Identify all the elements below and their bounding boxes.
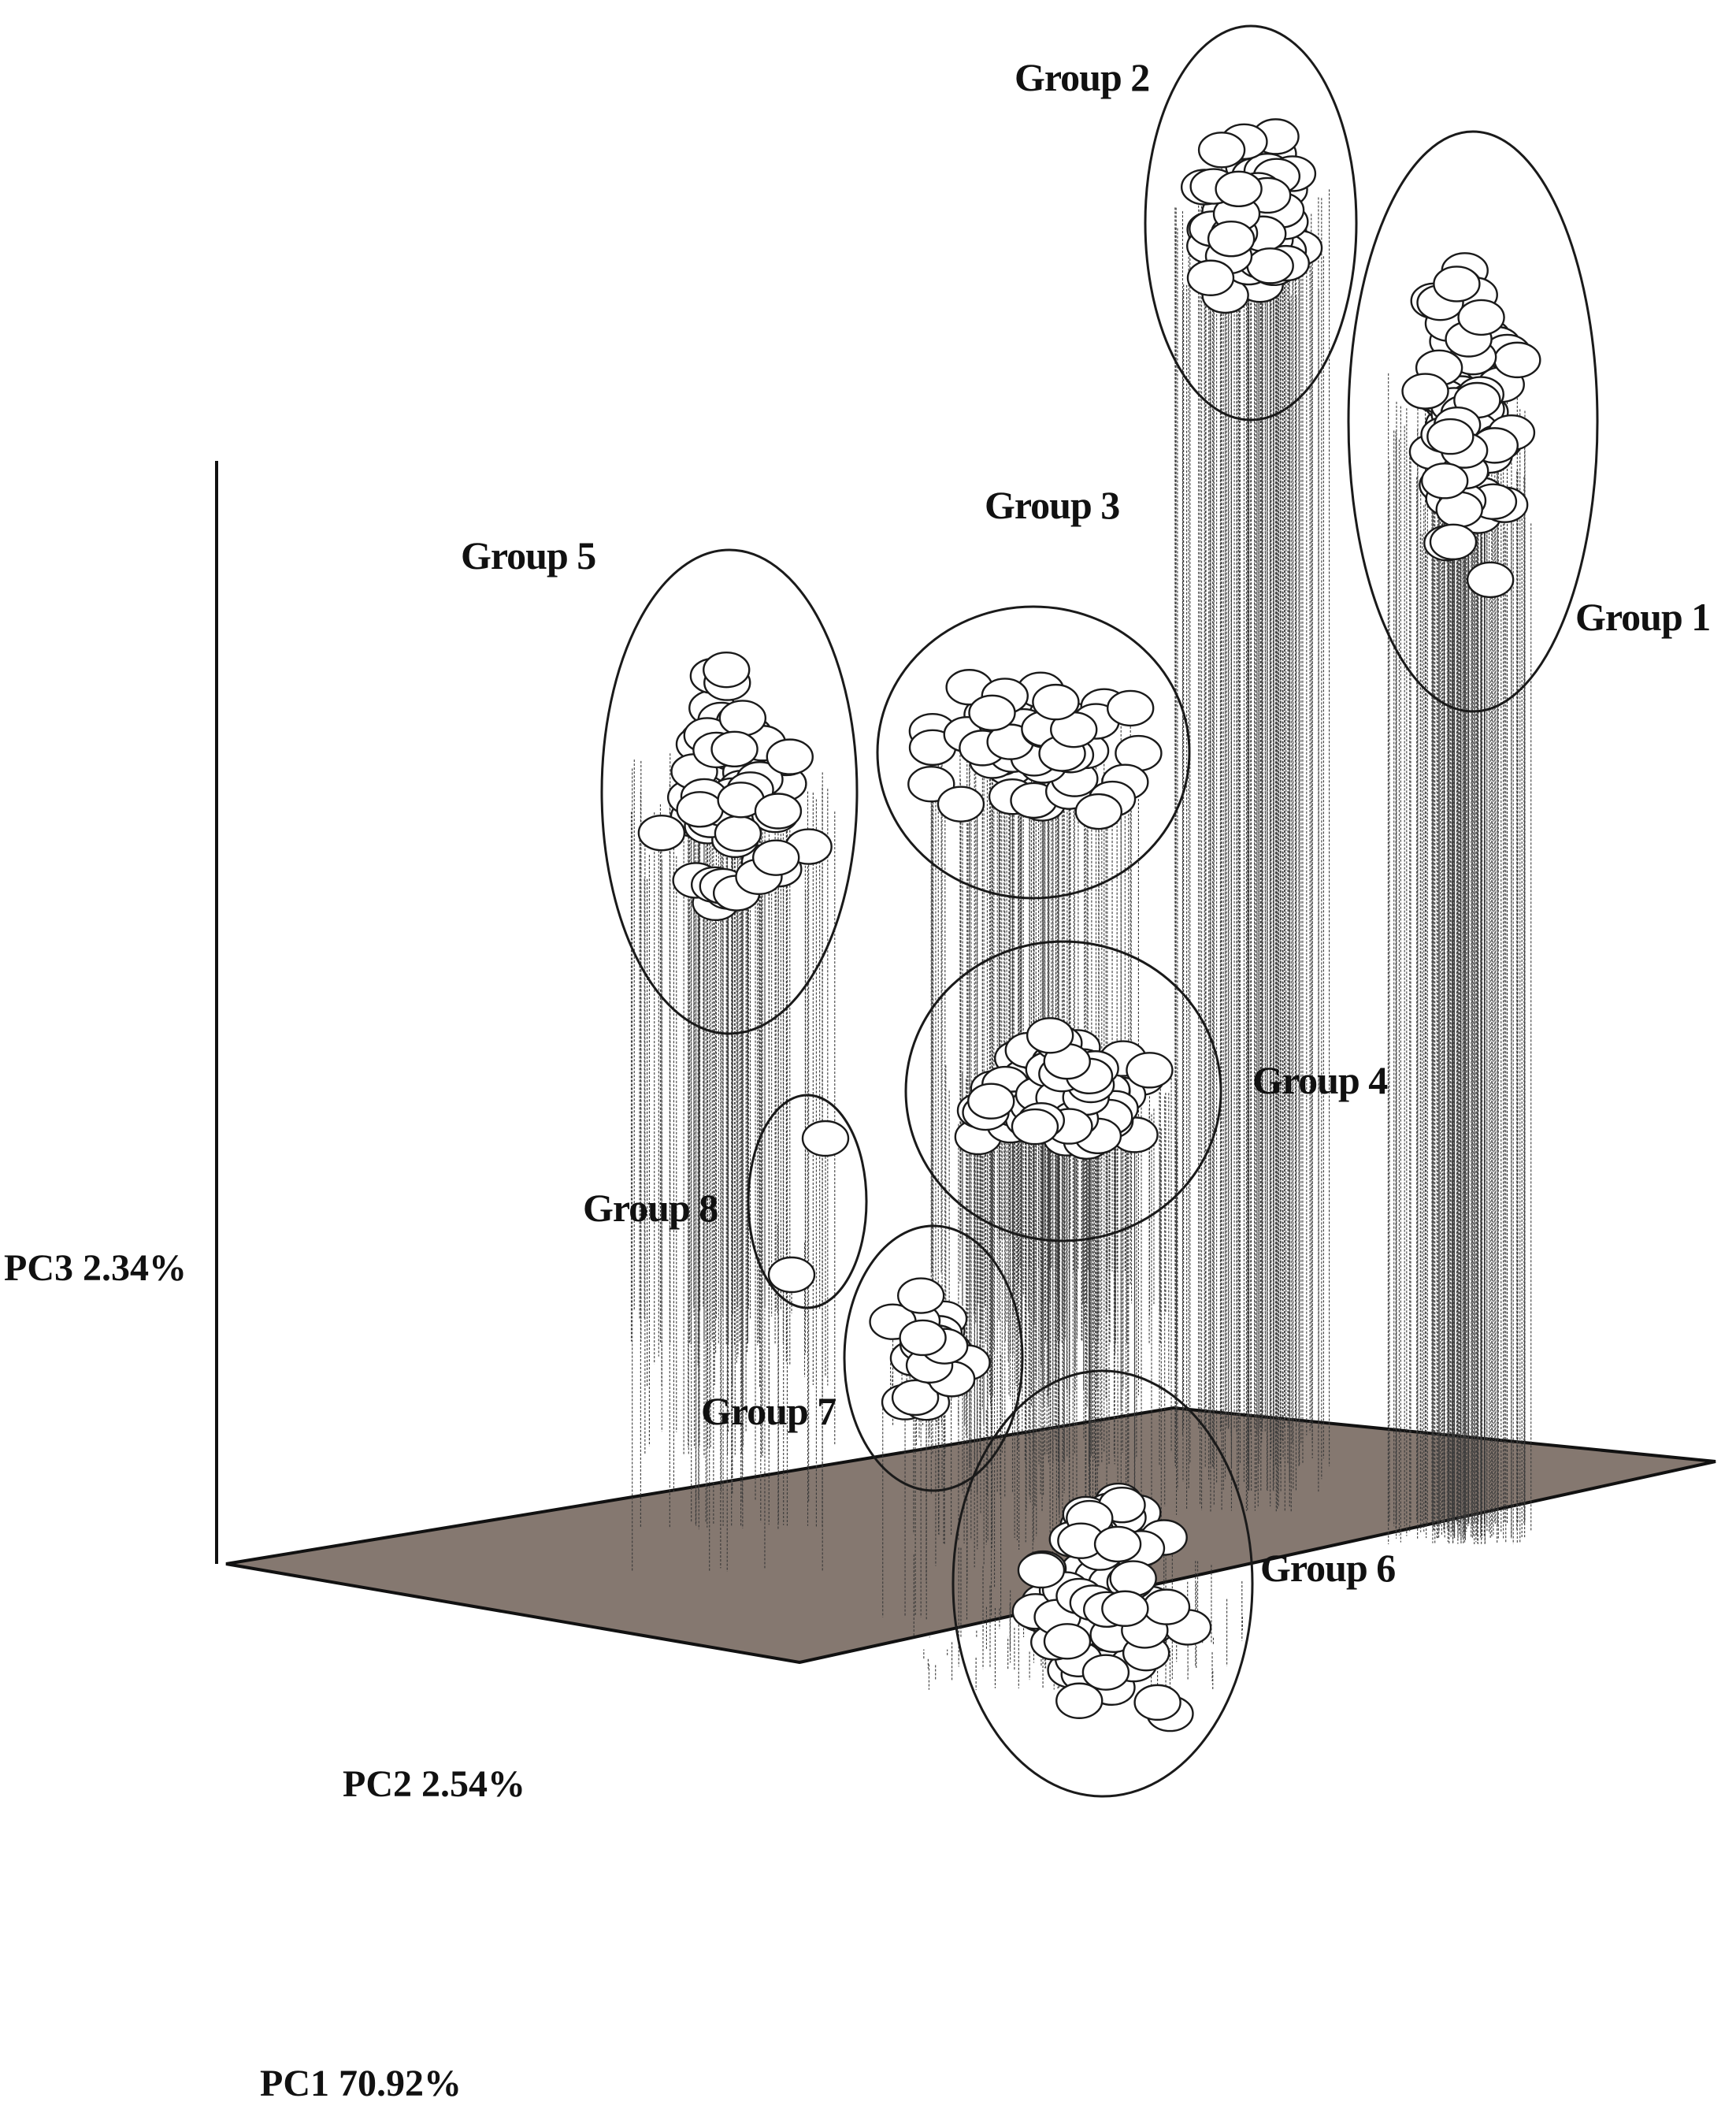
group-8-cluster-ellipse	[747, 1094, 868, 1309]
group-5-point	[754, 793, 803, 830]
pc3-axis-label: PC3 2.34%	[4, 1247, 187, 1289]
group-1-point	[1420, 462, 1469, 500]
group-8-point	[767, 1256, 816, 1294]
group-6-point	[1081, 1654, 1130, 1691]
group-3-point	[968, 694, 1016, 731]
group-5-cluster-ellipse	[600, 548, 859, 1035]
group-2-point	[1197, 132, 1246, 169]
group-4-cluster-ellipse	[904, 940, 1222, 1242]
group-2-cluster-ellipse	[1144, 24, 1358, 422]
group-7-cluster-ellipse	[843, 1224, 1024, 1492]
group-7-point	[896, 1277, 945, 1314]
group-5-point	[710, 730, 759, 768]
group-2-point	[1215, 170, 1263, 208]
group-2-label: Group 2	[1015, 55, 1149, 99]
group-5-point	[766, 738, 814, 775]
group-2-point	[1186, 259, 1235, 296]
group-1-label: Group 1	[1575, 595, 1710, 639]
group-5-point	[676, 791, 724, 828]
group-3-point	[1032, 683, 1080, 721]
group-5-point	[752, 839, 800, 876]
group-5-point	[714, 815, 762, 852]
group-6-point	[1043, 1623, 1092, 1660]
group-1-point	[1426, 418, 1474, 455]
group-6-point	[1109, 1560, 1157, 1597]
group-6-label: Group 6	[1260, 1546, 1395, 1590]
group-4-point	[967, 1083, 1015, 1120]
group-7-point	[899, 1319, 947, 1357]
group-3-point	[937, 785, 985, 823]
group-1-point	[1433, 266, 1481, 303]
group-6-cluster-ellipse	[951, 1369, 1254, 1798]
group-4-point	[1011, 1108, 1059, 1146]
group-1-point	[1493, 341, 1541, 379]
group-1-point	[1457, 299, 1505, 336]
group-5-point	[637, 814, 686, 852]
group-2-point	[1246, 247, 1294, 284]
group-4-point	[1026, 1017, 1074, 1054]
group-1-cluster-ellipse	[1347, 130, 1599, 713]
group-1-point	[1401, 373, 1449, 410]
group-3-cluster-ellipse	[876, 605, 1191, 900]
group-5-point	[718, 700, 767, 737]
pc1-pc2-floor-plane	[225, 1406, 1716, 1665]
group-5-point	[703, 651, 751, 689]
group-7-point	[891, 1379, 940, 1417]
pc1-axis-label: PC1 70.92%	[260, 2063, 462, 2102]
group-3-label: Group 3	[985, 483, 1119, 527]
group-7-label: Group 7	[701, 1389, 836, 1433]
pc2-axis-label: PC2 2.54%	[343, 1763, 525, 1805]
group-8-label: Group 8	[583, 1186, 718, 1230]
group-6-point	[1142, 1588, 1191, 1625]
group-4-label: Group 4	[1252, 1058, 1388, 1102]
group-5-label: Group 5	[461, 533, 595, 577]
group-4-point	[1126, 1052, 1174, 1089]
group-8-point	[801, 1120, 850, 1157]
group-2-point	[1207, 220, 1256, 258]
group-6-point	[1101, 1590, 1149, 1627]
group-3-point	[1106, 689, 1155, 727]
group-6-point	[1133, 1684, 1181, 1721]
group-6-point	[1017, 1551, 1066, 1589]
group-6-point	[1055, 1682, 1104, 1719]
group-3-point	[1074, 793, 1123, 830]
group-6-point	[1093, 1525, 1142, 1563]
group-1-point	[1466, 561, 1515, 599]
group-1-point	[1429, 523, 1478, 561]
